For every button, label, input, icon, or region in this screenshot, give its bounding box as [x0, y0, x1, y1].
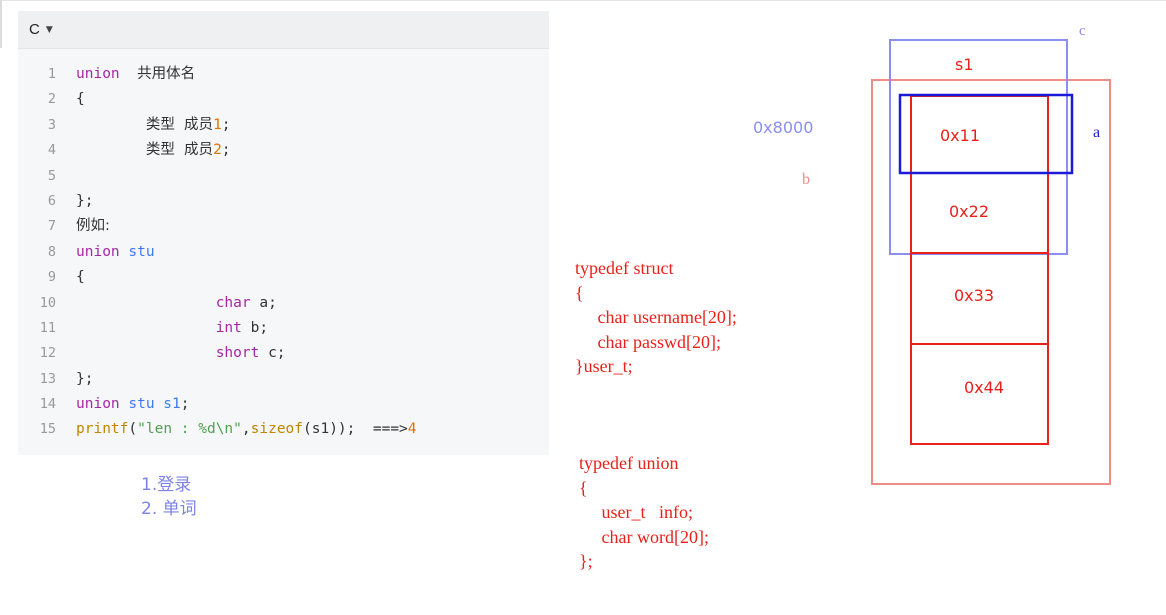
line-number: 13 [39, 370, 56, 387]
line-number: 11 [39, 319, 56, 336]
code-token: 类型 成员 [145, 142, 214, 159]
code-token: 4 [407, 421, 417, 438]
code-line: 15 printf("len : %d\n",sizeof(s1)); ===>4 [18, 417, 549, 442]
line-number: 8 [47, 243, 56, 260]
code-token [120, 66, 137, 82]
cell-value: 0x44 [964, 378, 1005, 397]
line-number: 6 [47, 192, 56, 209]
code-token: 2 [213, 142, 222, 159]
code-line: 10 char a; [18, 291, 549, 316]
note-item-1: 1.登录 [141, 475, 192, 495]
code-token: 共用体名 [137, 66, 196, 82]
code-token: stu [128, 243, 155, 260]
code-token [76, 345, 216, 361]
code-token: 1 [213, 116, 222, 133]
box-c [889, 39, 1068, 255]
label-a: a [1093, 124, 1101, 141]
code-token: ; [221, 116, 231, 133]
code-token: ; [180, 396, 190, 413]
code-token: union [76, 243, 120, 260]
code-token: ( [128, 421, 138, 438]
label-c: c [1079, 23, 1086, 39]
code-block-header: C ▼ [18, 11, 549, 49]
code-token: short [215, 345, 260, 362]
line-number: 4 [47, 142, 56, 159]
code-token: { [76, 91, 85, 108]
code-token: union [76, 66, 120, 82]
label-b: b [802, 171, 810, 188]
code-line: 13}; [18, 367, 549, 392]
code-token: char [215, 294, 251, 311]
code-line: 9{ [18, 265, 549, 290]
code-token: union [76, 396, 120, 413]
line-number: 1 [47, 66, 56, 82]
cell-value: 0x22 [949, 202, 990, 221]
language-label: C [29, 21, 40, 38]
line-number: 15 [39, 421, 56, 438]
code-token [76, 295, 216, 311]
code-line: 14 union stu s1; [18, 392, 549, 417]
note-item-2: 2. 单词 [141, 499, 197, 519]
line-number: 9 [47, 269, 56, 286]
code-line: 8 union stu [18, 240, 549, 265]
code-token: 类型 成员 [145, 116, 214, 133]
cell-value: 0x11 [940, 126, 981, 145]
label-s1: s1 [955, 55, 974, 74]
code-token: }; [76, 192, 94, 209]
code-token: }; [76, 370, 94, 387]
top-border [0, 0, 1166, 1]
code-token [76, 142, 146, 158]
code-line: 12 short c; [18, 341, 549, 366]
code-token [76, 117, 146, 133]
code-token [76, 320, 216, 336]
code-line: 1 union 共用体名 [18, 62, 549, 87]
line-number: 3 [47, 116, 56, 133]
code-line: 7 例如: [18, 214, 549, 239]
code-line: 4 类型 成员2; [18, 138, 549, 163]
line-number: 7 [47, 218, 56, 235]
language-select[interactable]: C ▼ [29, 21, 53, 38]
line-number: 10 [39, 294, 56, 311]
union-code-annotation: typedef union { user_t info; char word[2… [579, 453, 709, 571]
code-token: b; [241, 319, 269, 336]
code-token: sizeof [250, 421, 304, 438]
code-line: 6}; [18, 189, 549, 214]
left-scroll-edge [0, 0, 2, 48]
code-token: , [241, 421, 251, 438]
line-number: 2 [47, 91, 56, 108]
code-token: 例如: [76, 218, 110, 235]
code-line: 5 [18, 164, 549, 189]
code-token: stu s1 [128, 396, 181, 413]
code-token: a; [250, 294, 277, 311]
cell-value: 0x33 [954, 286, 995, 305]
code-line: 3 类型 成员1; [18, 113, 549, 138]
code-token: int [215, 319, 242, 336]
line-number: 14 [39, 396, 56, 413]
box-b [871, 79, 1111, 485]
code-token: printf [76, 421, 129, 438]
code-token: (s1)); ===> [303, 421, 408, 438]
line-number: 5 [47, 167, 56, 184]
struct-code-annotation: typedef struct { char username[20]; char… [575, 258, 737, 376]
line-number: 12 [39, 345, 56, 362]
address-label: 0x8000 [753, 118, 814, 137]
code-token: ; [221, 142, 231, 159]
code-token: c; [259, 345, 286, 362]
chevron-down-icon: ▼ [45, 24, 53, 35]
code-token: "len : %d\n" [137, 421, 242, 438]
code-token: { [76, 269, 85, 286]
code-line: 2{ [18, 87, 549, 112]
code-line: 11 int b; [18, 316, 549, 341]
box-a [898, 93, 1074, 175]
